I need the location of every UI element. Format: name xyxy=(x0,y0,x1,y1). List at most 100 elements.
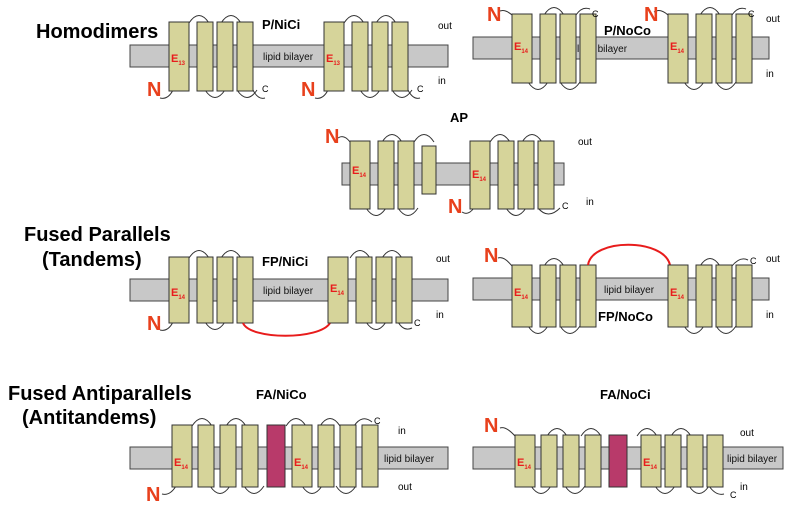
tm-helix xyxy=(391,21,409,92)
loop xyxy=(365,321,387,330)
n-tail xyxy=(314,89,329,99)
glutamate-label: E14 xyxy=(171,287,186,301)
tm-helix xyxy=(715,264,733,328)
panel-fa-nico: lipid bilayer FA/NiCo in out E14 E14 N C xyxy=(129,387,449,506)
loop xyxy=(715,325,737,334)
tm-helix xyxy=(579,264,597,328)
tm-helix xyxy=(355,256,373,324)
linker-helix xyxy=(608,434,628,488)
loop xyxy=(564,485,586,494)
glutamate-label: E14 xyxy=(174,457,189,471)
tm-helix xyxy=(327,256,349,324)
loop xyxy=(505,207,527,216)
loop xyxy=(381,134,403,143)
glutamate-label: E14 xyxy=(670,41,685,55)
red-linker xyxy=(587,243,671,266)
out-label: out xyxy=(740,428,754,439)
loop xyxy=(204,89,226,98)
tm-helix xyxy=(371,21,389,92)
panel-label-p-noco: P/NoCo xyxy=(604,23,651,38)
glutamate-label: E14 xyxy=(330,283,345,297)
loop xyxy=(375,15,397,24)
panel-ap: AP out in E14 N E14 N C xyxy=(325,110,594,218)
panel-label-fa-noci: FA/NoCi xyxy=(600,387,651,402)
tm-helix xyxy=(317,424,335,488)
c-tail xyxy=(407,89,421,99)
panel-p-nici: lipid bilayer P/NiCi out in E13 N C E13 … xyxy=(129,15,452,101)
n-terminus-label: N xyxy=(644,4,658,26)
tm-helix xyxy=(706,434,724,488)
tm-helix xyxy=(395,256,413,324)
tm-helix xyxy=(664,434,682,488)
loop xyxy=(559,81,581,90)
out-label: out xyxy=(438,21,452,32)
tm-helix xyxy=(351,21,369,92)
c-terminus-label: C xyxy=(748,9,755,19)
c-terminus-label: C xyxy=(750,256,757,266)
in-label: in xyxy=(740,482,748,493)
glutamate-label: E14 xyxy=(472,169,487,183)
n-tail xyxy=(337,136,351,143)
tm-helix xyxy=(584,434,602,488)
c-terminus-label: C xyxy=(730,490,737,500)
loop xyxy=(204,321,226,330)
n-tail xyxy=(159,321,174,331)
in-label: in xyxy=(398,426,406,437)
n-tail xyxy=(653,10,669,16)
n-terminus-label: N xyxy=(147,313,161,335)
heading-antitandems: (Antitandems) xyxy=(22,407,156,429)
out-label: out xyxy=(766,14,780,25)
n-tail xyxy=(499,427,516,437)
loop xyxy=(349,250,371,259)
c-terminus-label: C xyxy=(414,318,421,328)
tm-helix xyxy=(196,256,214,324)
loop xyxy=(530,485,552,494)
tm-helix xyxy=(537,140,555,210)
loop xyxy=(543,258,565,267)
tm-helix xyxy=(695,264,713,328)
tm-helix xyxy=(168,256,190,324)
loop xyxy=(243,485,265,494)
n-tail xyxy=(161,485,177,495)
c-tail xyxy=(252,89,266,99)
loop xyxy=(559,325,581,334)
c-tail xyxy=(731,7,747,16)
panel-label-p-nici: P/NiCi xyxy=(262,17,300,32)
loop xyxy=(285,418,307,427)
tm-helix xyxy=(241,424,259,488)
loop xyxy=(413,134,435,143)
tm-helix xyxy=(735,264,753,328)
loop xyxy=(397,207,419,216)
tm-helix xyxy=(361,424,379,488)
c-terminus-label: C xyxy=(562,201,569,211)
loop xyxy=(220,250,242,259)
in-label: in xyxy=(766,310,774,321)
c-terminus-label: C xyxy=(592,9,599,19)
tm-helix xyxy=(695,13,713,84)
tm-helix xyxy=(517,140,535,210)
tm-helix xyxy=(339,424,357,488)
heading-fused-parallels: Fused Parallels xyxy=(24,224,171,246)
in-label: in xyxy=(586,197,594,208)
panel-label-fa-nico: FA/NiCo xyxy=(256,387,307,402)
c-tail xyxy=(575,7,591,16)
tm-helix xyxy=(349,140,371,210)
tm-helix xyxy=(216,21,234,92)
tm-helix xyxy=(197,424,215,488)
linker-helix xyxy=(266,424,286,488)
bilayer-label: lipid bilayer xyxy=(263,52,314,63)
n-terminus-label: N xyxy=(448,196,462,218)
loop xyxy=(381,250,403,259)
c-tail xyxy=(537,207,561,215)
loop xyxy=(319,418,341,427)
n-terminus-label: N xyxy=(487,4,501,26)
loop xyxy=(343,15,365,24)
glutamate-label: E13 xyxy=(326,53,341,67)
bilayer-label: lipid bilayer xyxy=(727,454,778,465)
loop xyxy=(191,418,213,427)
loop xyxy=(521,134,543,143)
tm-helix xyxy=(236,21,254,92)
loop xyxy=(715,81,737,90)
loop xyxy=(359,89,381,98)
